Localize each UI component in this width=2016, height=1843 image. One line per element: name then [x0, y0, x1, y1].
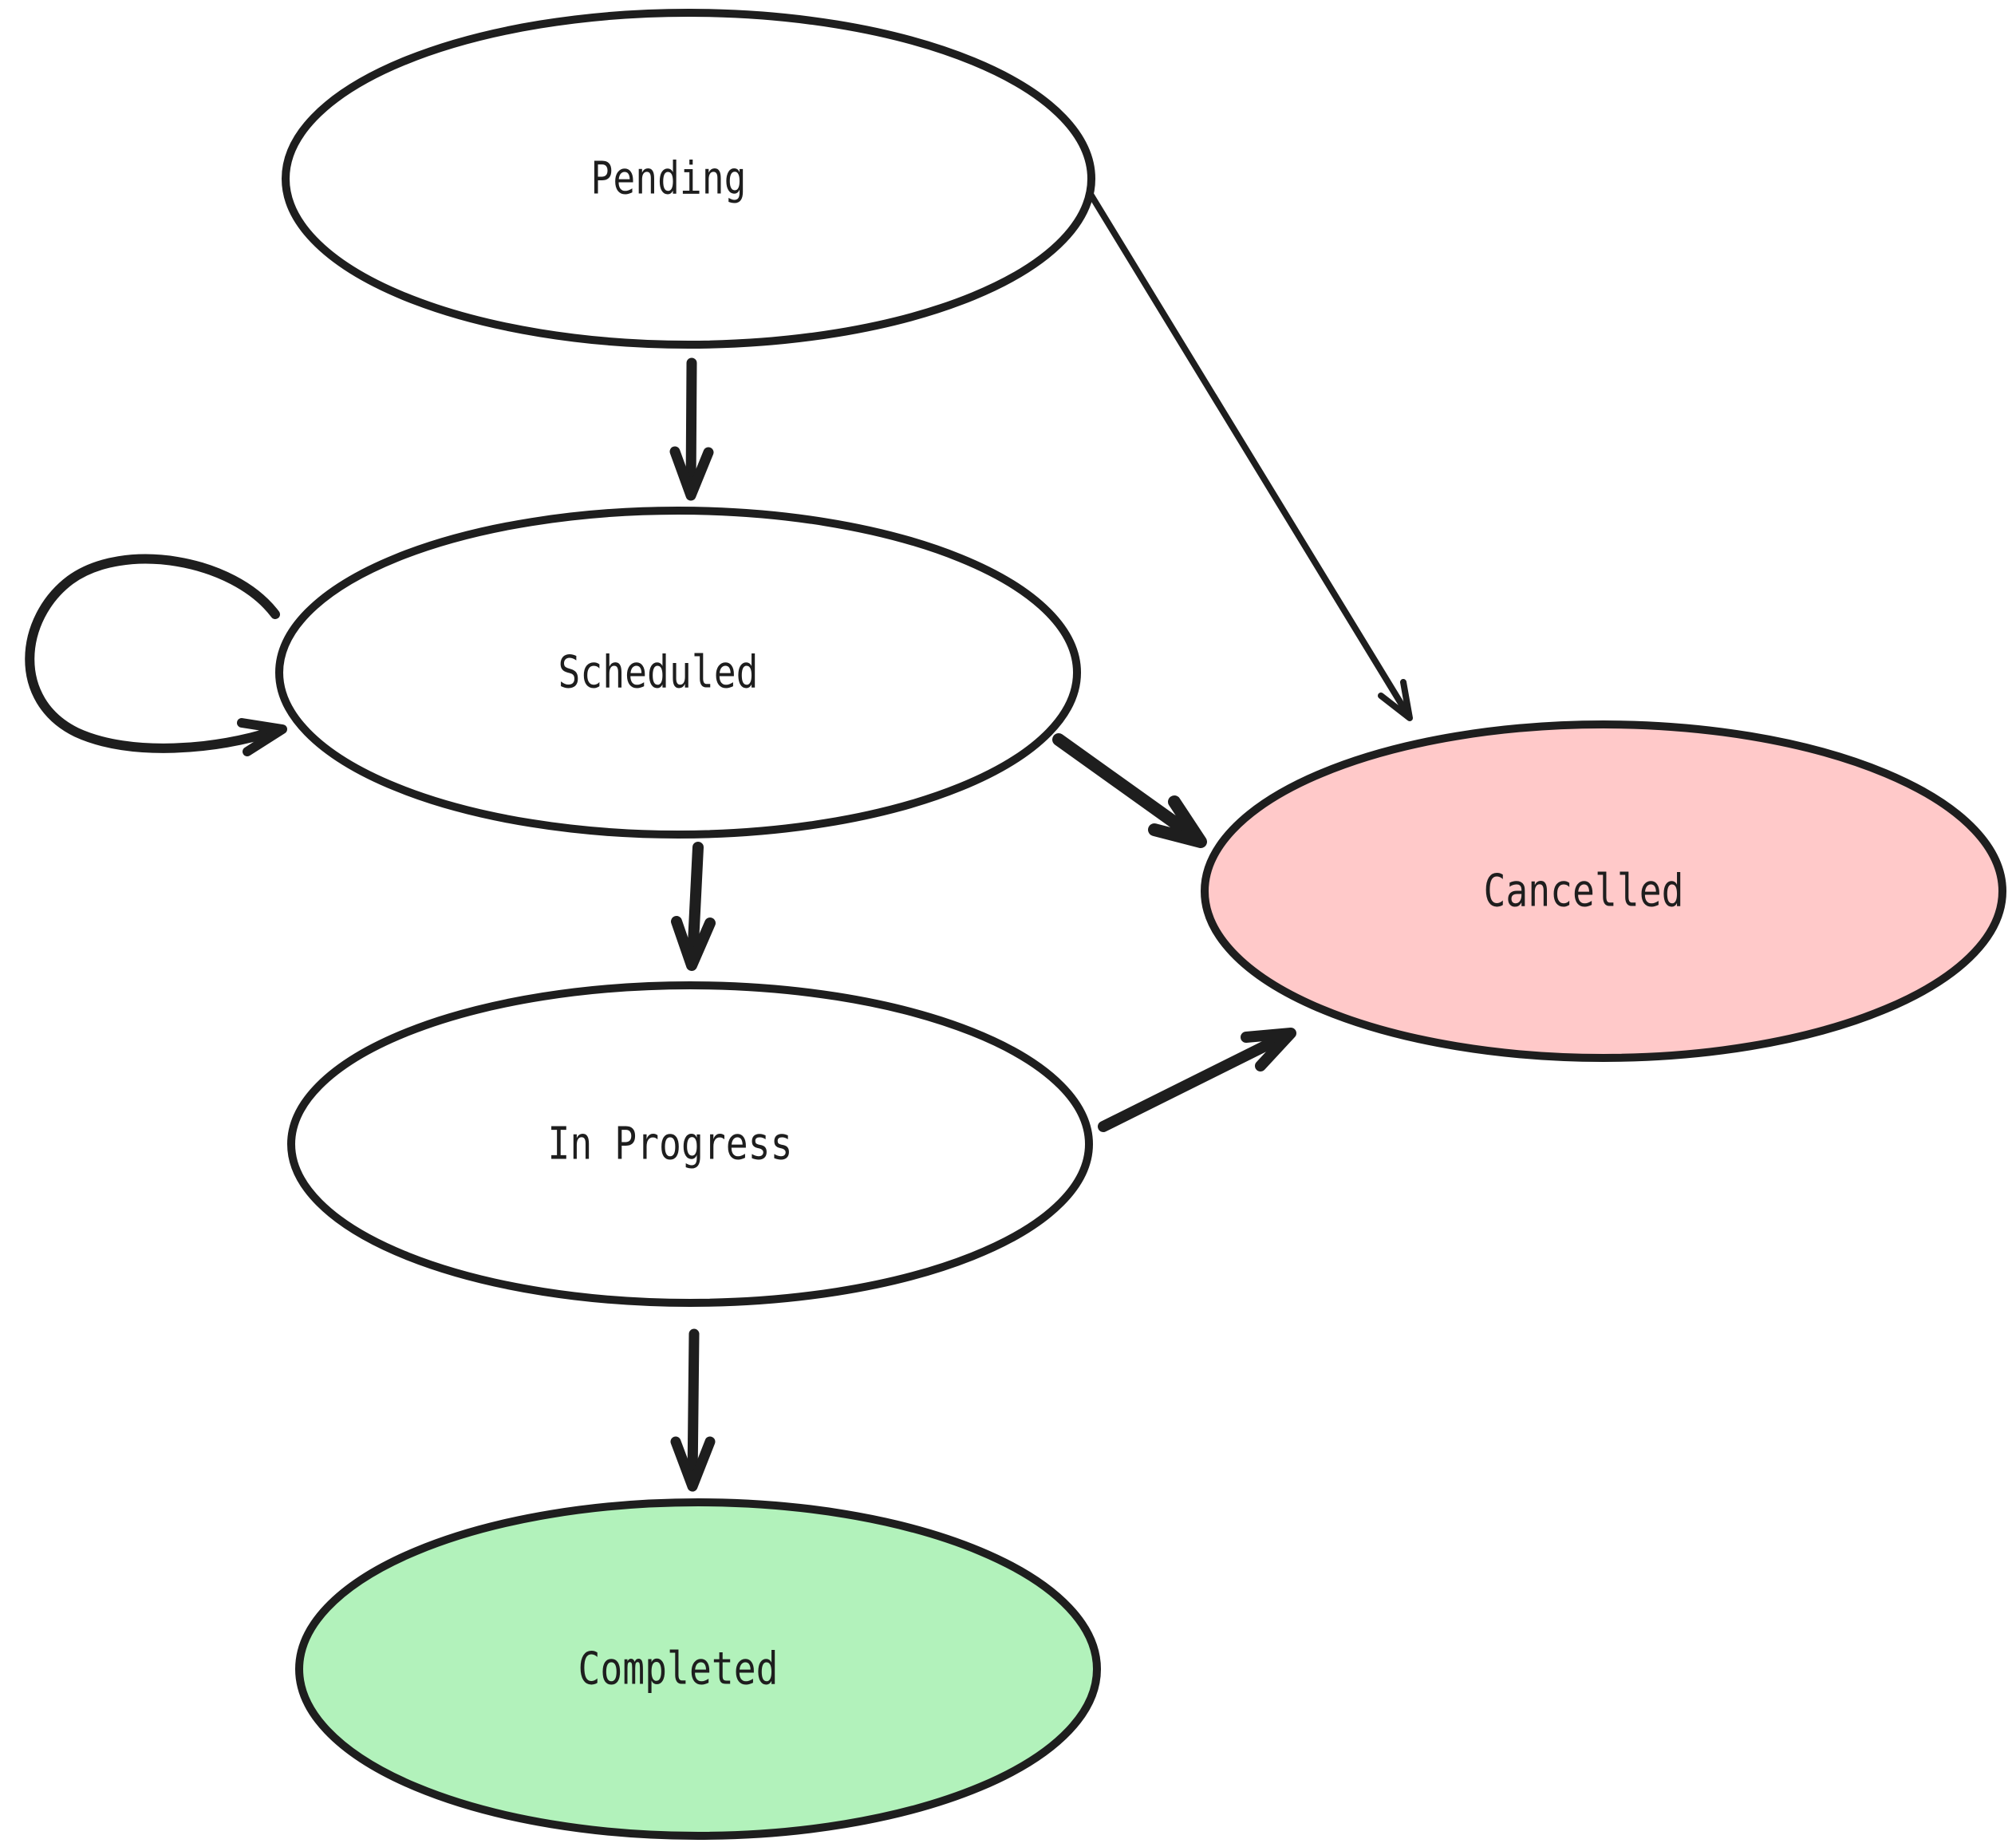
- node-label-scheduled: Scheduled: [558, 647, 759, 699]
- node-in-progress[interactable]: In Progress: [287, 981, 1093, 1307]
- edge-arrowhead-scheduled-to-in-progress: [671, 916, 716, 971]
- edge-arrowhead-pending-to-scheduled: [669, 446, 714, 501]
- edge-pending-to-cancelled: [1082, 182, 1413, 721]
- edge-pending-to-scheduled: [669, 357, 714, 501]
- edge-arrowhead-in-progress-to-completed: [670, 1436, 716, 1492]
- edge-in-progress-to-cancelled: [1098, 1028, 1296, 1132]
- edge-in-progress-to-completed: [670, 1328, 716, 1492]
- edge-arrowhead-scheduled-to-cancelled: [1148, 795, 1207, 848]
- node-label-cancelled: Cancelled: [1484, 866, 1684, 918]
- node-ellipse-in-progress[interactable]: [287, 981, 1093, 1307]
- edge-line-pending-to-cancelled: [1082, 182, 1410, 716]
- edge-line-scheduled-to-scheduled: [25, 554, 280, 753]
- edge-line-pending-to-scheduled: [685, 357, 697, 495]
- node-ellipse-completed[interactable]: [295, 1498, 1101, 1840]
- edge-scheduled-to-cancelled: [1052, 733, 1207, 848]
- node-ellipse-scheduled[interactable]: [275, 507, 1081, 839]
- edge-scheduled-to-in-progress: [671, 842, 716, 971]
- node-cancelled[interactable]: Cancelled: [1201, 720, 2006, 1062]
- node-ellipse-pending[interactable]: [282, 9, 1095, 349]
- node-label-pending: Pending: [591, 153, 747, 205]
- node-label-in-progress: In Progress: [548, 1119, 793, 1170]
- edge-line-scheduled-to-cancelled: [1052, 733, 1202, 844]
- edge-arrowhead-pending-to-cancelled: [1378, 679, 1413, 721]
- node-completed[interactable]: Completed: [295, 1498, 1101, 1840]
- edge-line-in-progress-to-cancelled: [1098, 1030, 1292, 1132]
- edge-line-scheduled-to-in-progress: [687, 842, 704, 965]
- node-ellipse-cancelled[interactable]: [1201, 720, 2006, 1062]
- edge-arrowhead-in-progress-to-cancelled: [1241, 1028, 1296, 1071]
- node-scheduled[interactable]: Scheduled: [275, 507, 1081, 839]
- edge-line-in-progress-to-completed: [687, 1328, 700, 1486]
- edge-scheduled-to-scheduled: [25, 554, 287, 756]
- node-pending[interactable]: Pending: [282, 9, 1095, 349]
- edge-arrowhead-scheduled-to-scheduled: [237, 718, 287, 756]
- node-label-completed: Completed: [578, 1644, 779, 1695]
